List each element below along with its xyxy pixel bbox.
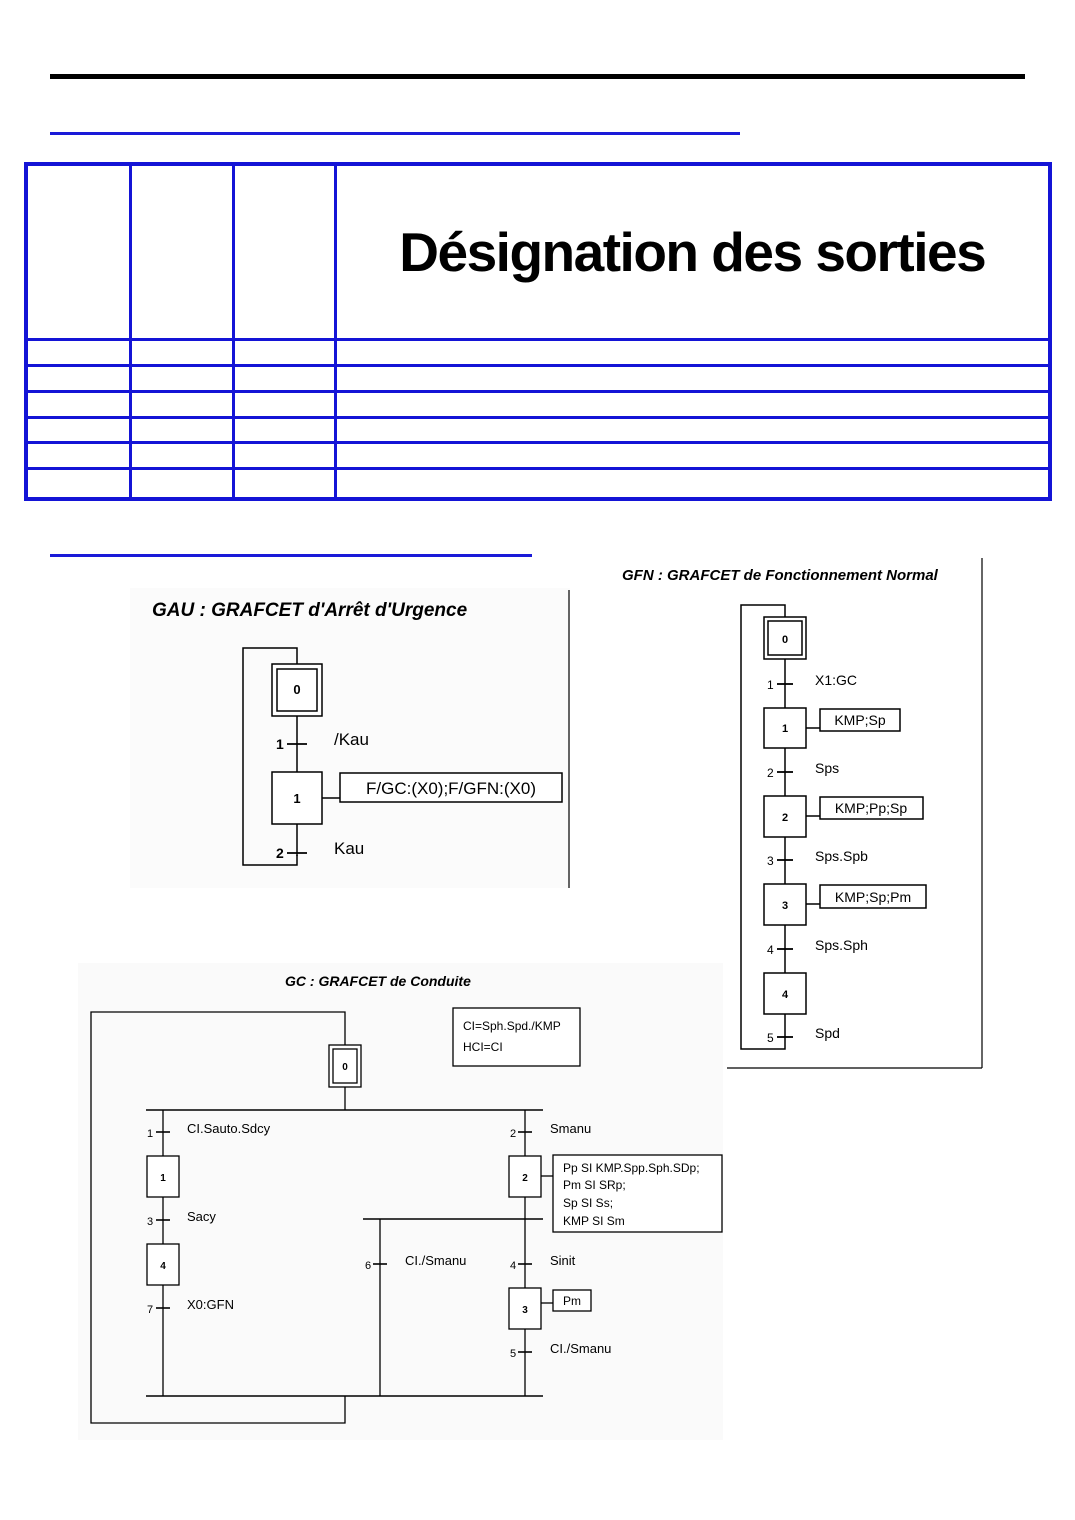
gc-step-4 <box>146 1243 180 1286</box>
outputs-table: Désignation des sorties <box>24 162 1052 501</box>
top-rule <box>50 74 1025 79</box>
section-rule-1 <box>50 132 740 135</box>
gfn-transition-condition: Sps <box>815 760 839 776</box>
table-row <box>24 363 1052 393</box>
gc-step3-action: Pm <box>563 1294 581 1308</box>
gc-definitions-box <box>452 1007 581 1067</box>
gc-transition-condition: CI.Sauto.Sdcy <box>187 1121 271 1136</box>
gfn-step-4 <box>763 972 807 1015</box>
gc-transition-condition: Sinit <box>550 1253 576 1268</box>
gc-transition-condition: CI./Smanu <box>550 1341 611 1356</box>
table-header-row: Désignation des sorties <box>24 162 1052 341</box>
gau-action-box <box>339 772 563 803</box>
gc-transition-number: 5 <box>510 1348 516 1360</box>
gc-step-1 <box>146 1155 180 1198</box>
gfn-action-text: KMP;Sp;Pm <box>835 889 911 905</box>
gfn-action-text: KMP;Sp <box>834 712 886 728</box>
gc-step-label: 1 <box>160 1173 166 1184</box>
gau-title: GAU : GRAFCET d'Arrêt d'Urgence <box>152 600 468 621</box>
gfn-step-1 <box>763 707 807 749</box>
gc-step2-action-box <box>552 1154 723 1233</box>
gc-step-label: 2 <box>522 1173 528 1184</box>
gc-loop-link <box>90 1011 346 1424</box>
gfn-action-box <box>819 884 927 909</box>
gau-panel <box>130 588 570 888</box>
gfn-step-label: 4 <box>782 989 789 1001</box>
gc-transition-number: 7 <box>147 1304 153 1316</box>
table-row <box>24 441 1052 471</box>
gfn-step-2 <box>763 795 807 838</box>
gc-transition-condition: Smanu <box>550 1121 591 1136</box>
table-cell <box>128 162 235 341</box>
gc-step2-action: Pm SI SRp; <box>563 1178 626 1192</box>
gc-step2-action: Sp SI Ss; <box>563 1196 613 1210</box>
gc-transition-number: 6 <box>365 1260 371 1272</box>
gc-step-label: 3 <box>522 1305 528 1316</box>
gau-step-label: 1 <box>293 791 300 806</box>
section-rule-2 <box>50 554 532 557</box>
table-row <box>24 389 1052 419</box>
gfn-transition-number: 5 <box>767 1031 774 1045</box>
gfn-step-0-inner <box>767 620 803 656</box>
gfn-step-label: 1 <box>782 723 788 735</box>
gfn-title: GFN : GRAFCET de Fonctionnement Normal <box>622 567 938 584</box>
gau-transition-number: 1 <box>276 736 284 752</box>
gc-step2-action: Pp SI KMP.Spp.Sph.SDp; <box>563 1161 700 1175</box>
gfn-transition-condition: Sps.Spb <box>815 848 868 864</box>
gfn-transition-number: 1 <box>767 678 774 692</box>
gc-definition: CI=Sph.Spd./KMP <box>463 1019 561 1033</box>
gfn-action-text: KMP;Pp;Sp <box>835 800 908 816</box>
gau-transition-condition: /Kau <box>334 730 369 749</box>
gau-loop-link <box>242 647 298 866</box>
gfn-transition-condition: Spd <box>815 1025 840 1041</box>
gc-transition-condition: CI./Smanu <box>405 1253 466 1268</box>
gau-transition-number: 2 <box>276 845 284 861</box>
table-row <box>24 338 1052 367</box>
gfn-transition-condition: Sps.Sph <box>815 937 868 953</box>
gc-transition-number: 3 <box>147 1216 153 1228</box>
gc-step-0-inner <box>332 1048 358 1084</box>
gfn-action-box <box>819 708 901 732</box>
gc-step2-action: KMP SI Sm <box>563 1214 625 1228</box>
gc-transition-number: 2 <box>510 1128 516 1140</box>
designation-header: Désignation des sorties <box>333 162 1052 341</box>
gau-step-label: 0 <box>293 682 300 697</box>
gc-step-label: 0 <box>342 1062 348 1073</box>
gc-definition: HCI=CI <box>463 1040 503 1054</box>
gfn-transition-number: 2 <box>767 766 774 780</box>
gfn-step-label: 0 <box>782 634 788 646</box>
gc-step-3 <box>508 1287 542 1330</box>
gc-transition-condition: X0:GFN <box>187 1297 234 1312</box>
gau-transition-condition: Kau <box>334 839 364 858</box>
gc-transition-number: 4 <box>510 1260 516 1272</box>
table-row <box>24 467 1052 501</box>
table-cell <box>24 162 132 341</box>
gau-action-text: F/GC:(X0);F/GFN:(X0) <box>366 779 536 798</box>
gau-step-0-inner <box>276 668 318 712</box>
gfn-transition-number: 4 <box>767 943 774 957</box>
table-cell <box>231 162 337 341</box>
gfn-step-label: 3 <box>782 900 788 912</box>
gfn-action-box <box>819 796 924 820</box>
gfn-loop-link <box>740 604 786 1050</box>
gc-step-label: 4 <box>160 1261 166 1272</box>
gfn-step-label: 2 <box>782 812 788 824</box>
gc-transition-condition: Sacy <box>187 1209 216 1224</box>
gc-title: GC : GRAFCET de Conduite <box>285 973 471 989</box>
gc-step3-action-box <box>552 1289 592 1312</box>
gfn-transition-condition: X1:GC <box>815 672 857 688</box>
gfn-transition-number: 3 <box>767 854 774 868</box>
gc-transition-number: 1 <box>147 1128 153 1140</box>
table-row <box>24 415 1052 445</box>
